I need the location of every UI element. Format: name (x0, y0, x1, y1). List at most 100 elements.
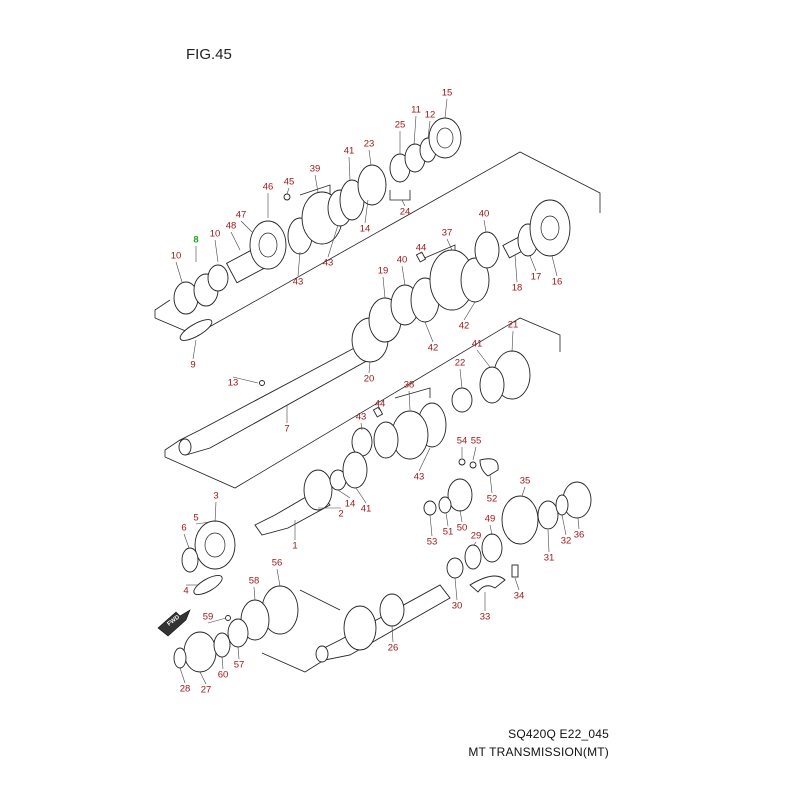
callout-11: 11 (411, 105, 421, 116)
leader-line-28 (179, 667, 186, 684)
gear-49 (481, 533, 503, 563)
callout-39: 39 (310, 164, 321, 175)
leader-line-3 (214, 501, 217, 523)
leader-line-42 (463, 301, 476, 321)
leader-line-26 (391, 625, 394, 643)
key-44b (372, 406, 384, 418)
callout-43: 43 (356, 412, 367, 423)
leader-line-22 (459, 368, 463, 389)
callout-49: 49 (485, 514, 496, 525)
gear-46-body (249, 220, 287, 270)
callout-32: 32 (561, 536, 572, 547)
gear-16-hub (540, 215, 560, 241)
bearing-15-inner (436, 127, 454, 149)
figure-description: MT TRANSMISSION(MT) (468, 745, 609, 759)
snap-ring-28 (173, 647, 187, 669)
bearing-15 (428, 117, 462, 159)
leader-line-14 (337, 489, 351, 499)
callout-10: 10 (171, 251, 182, 262)
callout-59: 59 (203, 612, 214, 623)
callout-7: 7 (284, 424, 289, 435)
callout-10: 10 (210, 229, 221, 240)
callout-44: 44 (375, 399, 386, 410)
ring-41c (342, 451, 368, 489)
snap-ring-32 (555, 494, 569, 516)
callout-52: 52 (487, 494, 498, 505)
bearing-22 (451, 387, 473, 413)
leader-line-36 (577, 517, 580, 530)
callout-3: 3 (213, 491, 218, 502)
leader-line-56 (276, 568, 281, 587)
callout-5: 5 (193, 513, 198, 524)
group-38-bracket (394, 387, 431, 399)
main-shaft-end (178, 438, 192, 456)
callout-8: 8 (193, 235, 198, 246)
callout-51: 51 (443, 527, 454, 538)
leader-line-42 (424, 321, 434, 343)
callout-58: 58 (249, 576, 260, 587)
leader-line-43 (327, 224, 339, 258)
leader-line-48 (230, 231, 241, 251)
main-shaft-7 (179, 344, 373, 456)
callout-29: 29 (471, 531, 482, 542)
leader-line-40 (483, 219, 487, 233)
key-44a (415, 251, 427, 263)
callout-23: 23 (364, 139, 375, 150)
pin-59 (225, 615, 231, 621)
leader-line-31 (547, 529, 550, 553)
leader-line-9 (192, 339, 197, 360)
group-24-bracket (389, 190, 411, 201)
leader-line-16 (551, 255, 558, 277)
leader-line-51 (445, 512, 449, 527)
callout-40: 40 (479, 209, 490, 220)
washer-57 (227, 618, 249, 648)
leader-line-10 (175, 261, 183, 283)
leader-line-39 (314, 174, 319, 193)
upper-panel-left (154, 299, 171, 318)
callout-46: 46 (263, 182, 274, 193)
bearing-3 (194, 520, 236, 570)
callout-17: 17 (531, 272, 542, 283)
middle-assembly (351, 350, 531, 460)
bearing-31 (537, 500, 559, 530)
callout-9: 9 (190, 360, 195, 371)
callout-53: 53 (427, 537, 438, 548)
upper-panel-outline (154, 151, 601, 336)
leader-line-23 (368, 149, 372, 166)
leader-line-58 (253, 586, 256, 601)
callout-14: 14 (360, 224, 371, 235)
leader-line-59 (207, 617, 227, 624)
leader-line-12 (427, 120, 431, 139)
callout-50: 50 (457, 523, 468, 534)
fork-33 (469, 575, 506, 593)
snap-ring-4 (193, 575, 223, 595)
callout-4: 4 (183, 586, 188, 597)
leader-line-24 (401, 199, 406, 207)
leader-line-53 (429, 514, 433, 537)
callout-37: 37 (442, 228, 453, 239)
leader-line-43 (360, 422, 363, 431)
callout-47: 47 (236, 210, 247, 221)
leader-line-20 (368, 361, 371, 374)
leader-line-17 (529, 255, 537, 272)
input-shaft-assembly (181, 451, 368, 595)
countershaft-gear-large (343, 605, 377, 651)
bearing-3-inner (204, 532, 226, 558)
snap-ring-6 (181, 547, 199, 573)
callout-28: 28 (180, 684, 191, 695)
callout-41: 41 (344, 146, 355, 157)
washer-53 (423, 500, 437, 516)
leader-line-47 (240, 220, 253, 233)
leader-line-43 (418, 447, 431, 472)
fwd-arrow-icon: FWD (157, 609, 191, 637)
callout-38: 38 (404, 380, 415, 391)
callout-34: 34 (514, 591, 525, 602)
leader-line-15 (444, 98, 448, 119)
snap-ring-9 (179, 319, 213, 341)
callout-41: 41 (472, 339, 483, 350)
ball-45 (283, 193, 291, 201)
callout-33: 33 (480, 612, 491, 623)
callout-35: 35 (520, 476, 531, 487)
